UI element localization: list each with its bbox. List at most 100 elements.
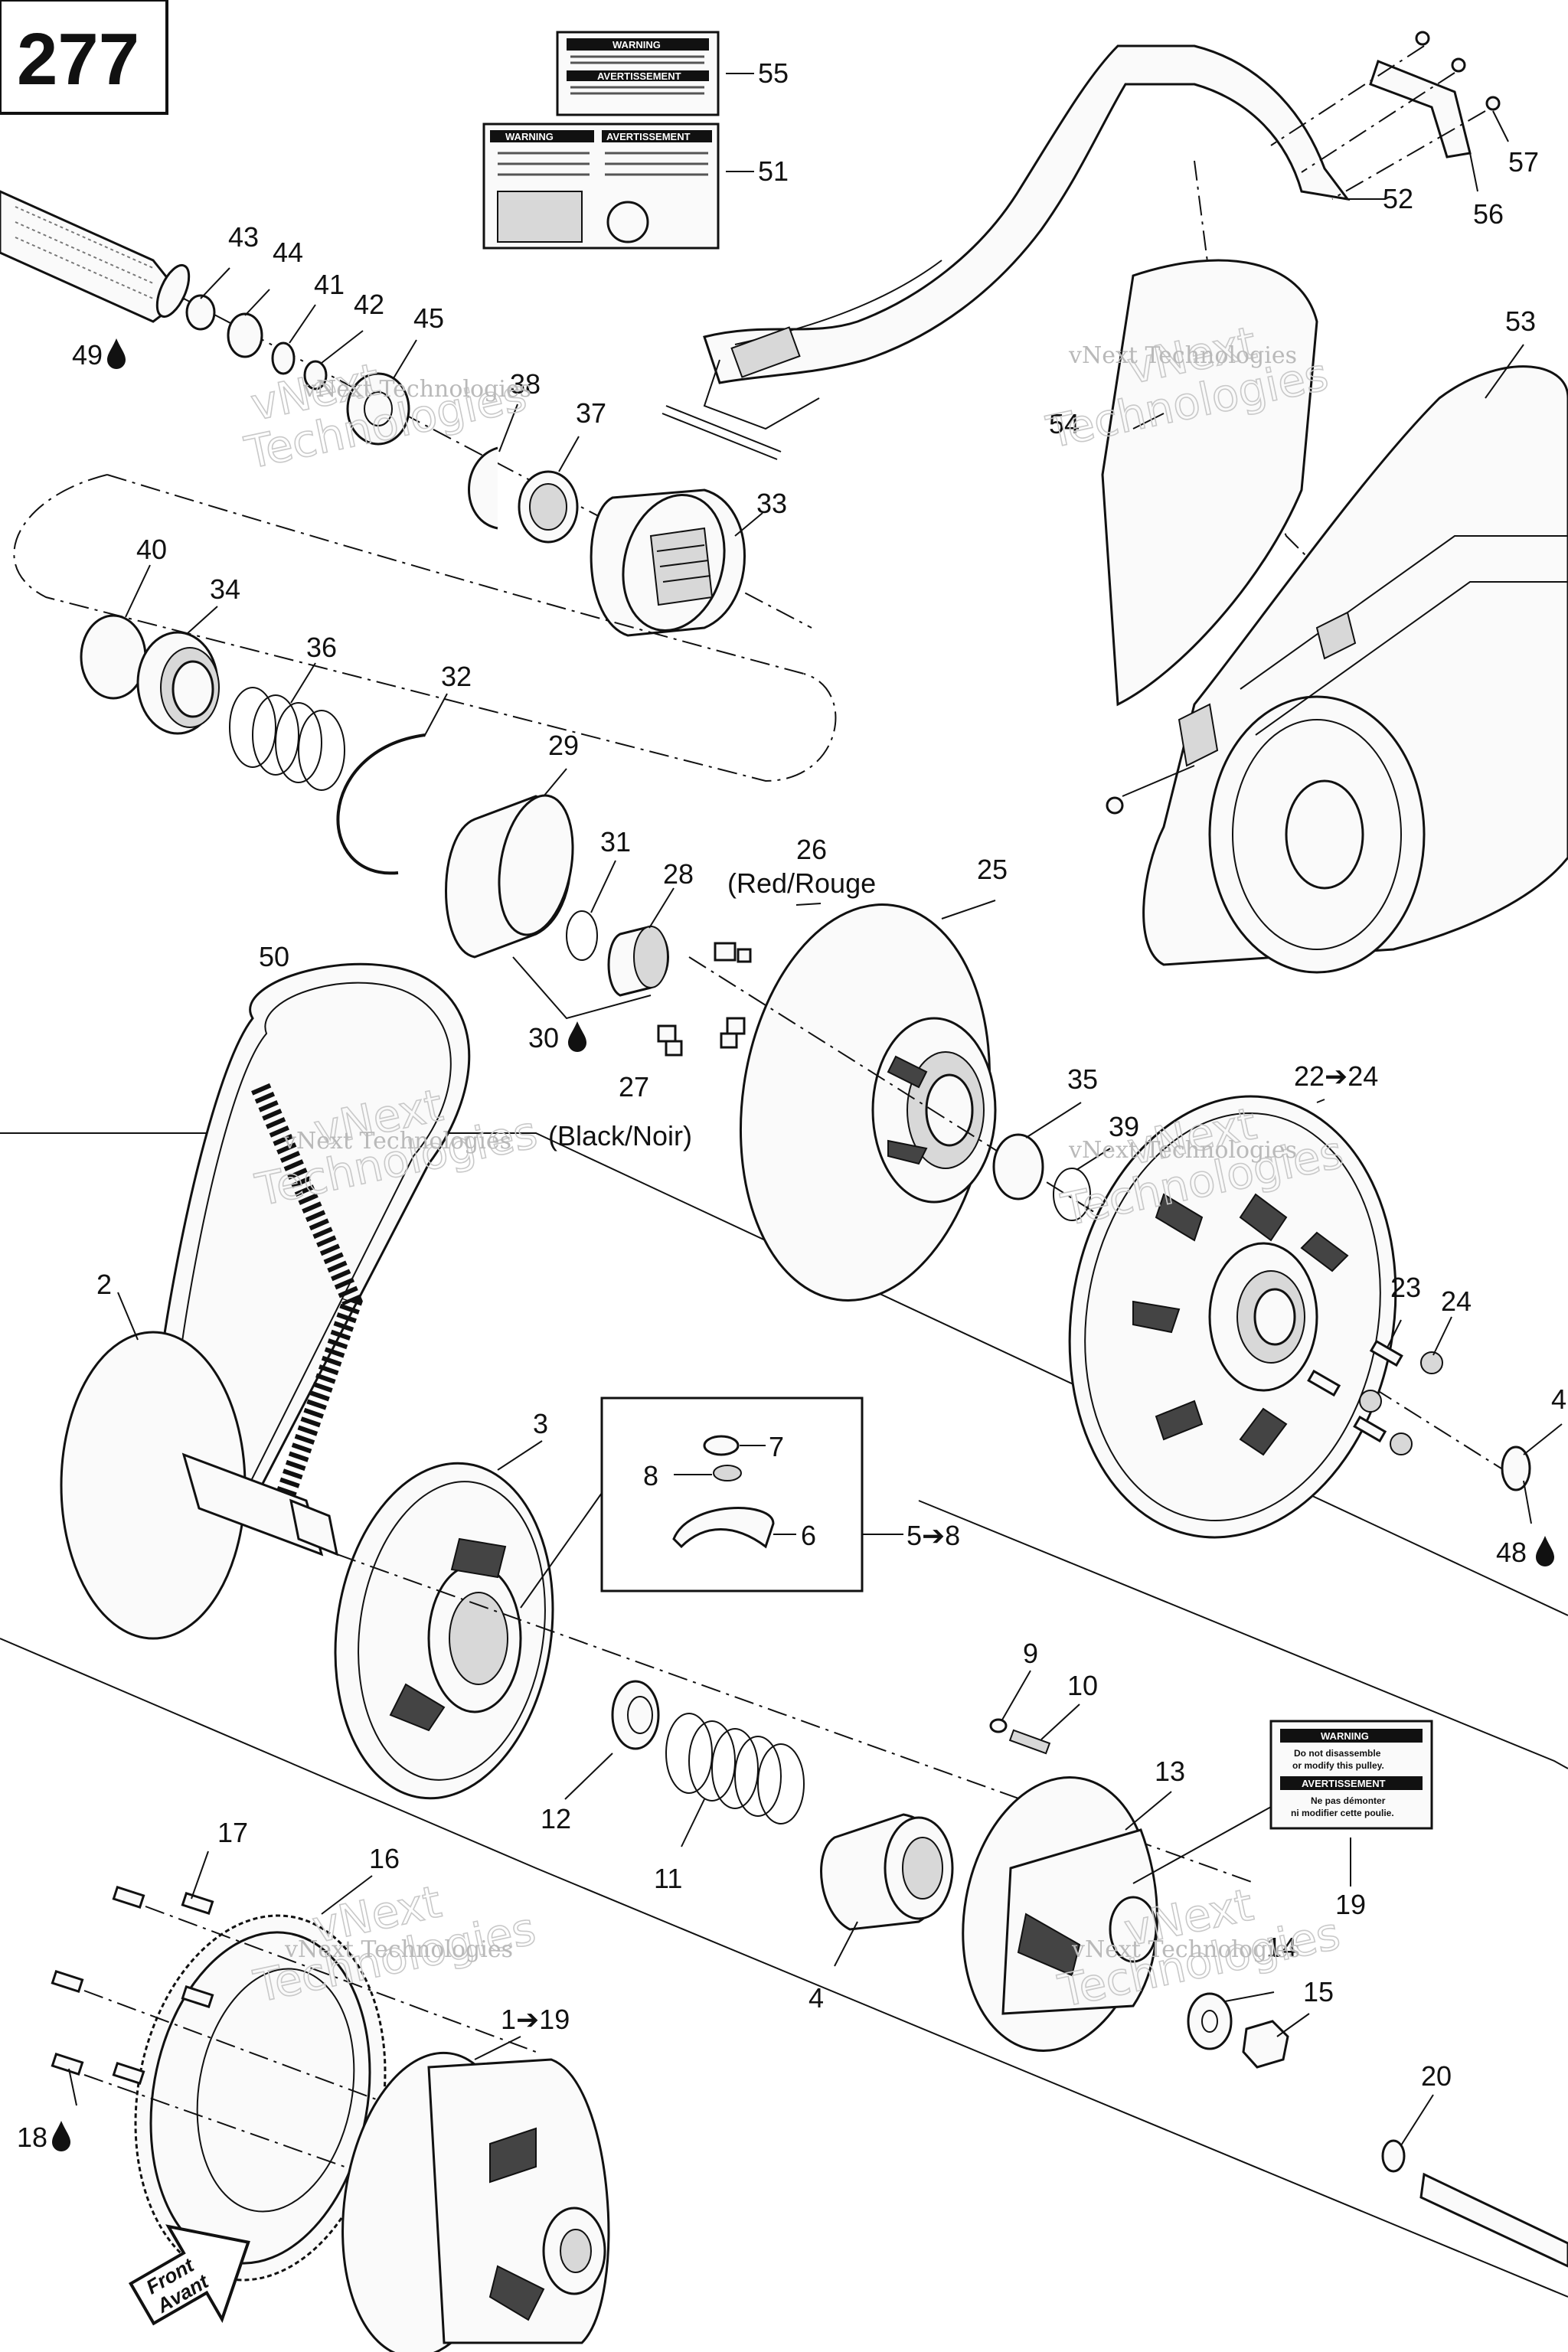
spring-36 [229,687,345,791]
belt-guard-52 [662,44,1351,460]
washer-48 [1501,1446,1531,1491]
watermark-small-6: vNext Technologies [1071,1936,1300,1963]
nut-15 [1242,2020,1289,2069]
label-23: 23 [1390,1272,1421,1303]
inset-box-5-8 [600,1396,903,1592]
fixed-sheave-2 [60,1331,339,1640]
callout-labels: 55 51 52 56 57 53 54 43 44 41 42 45 49 3… [17,57,1566,2153]
label-11: 11 [654,1863,682,1894]
sheave-13 [962,1776,1158,2052]
label-40: 40 [136,534,167,565]
decal-19-warning-1: Do not disassemble [1294,1748,1381,1759]
washer-45 [346,372,410,446]
label-56: 56 [1473,198,1504,230]
label-19: 19 [1335,1889,1366,1920]
split-ring-38 [468,446,498,530]
drop-icon [1536,1536,1554,1566]
label-37: 37 [576,397,606,429]
decal-19-avertissement: AVERTISSEMENT [1302,1778,1386,1789]
label-9: 9 [1023,1638,1038,1669]
label-8: 8 [643,1460,658,1491]
label-20: 20 [1421,2060,1452,2092]
driven-pulley-25 [739,903,997,1302]
label-4-upper: 4 [1551,1383,1566,1415]
case-53 [1142,365,1568,974]
button-8 [713,1465,742,1481]
decal-51-avertissement: AVERTISSEMENT [606,131,691,142]
sleeve-29 [445,794,574,959]
drop-icon-group [52,338,1554,2151]
label-57: 57 [1508,146,1539,178]
ring-32 [336,733,426,875]
decal-55-avertissement: AVERTISSEMENT [597,70,681,82]
label-27-caption: (Black/Noir) [548,1120,692,1152]
label-17: 17 [217,1817,248,1848]
ring-gear-16 [134,1914,387,2282]
spring-11 [665,1713,805,1824]
page-number: 277 [17,18,139,100]
drop-icon [52,2121,70,2151]
label-49: 49 [72,339,103,371]
label-13: 13 [1155,1756,1185,1787]
label-41: 41 [314,269,345,300]
label-14: 14 [1266,1932,1297,1963]
label-7: 7 [769,1431,784,1462]
ring-42 [303,360,328,390]
label-32: 32 [441,661,472,692]
label-24: 24 [1441,1285,1472,1317]
clutch-assembly-1-19 [341,2051,610,2352]
label-52: 52 [1383,183,1413,214]
label-53: 53 [1505,305,1536,337]
watermark-small-4: vNext Technologies [1068,1137,1297,1164]
cam-22-24 [1068,1095,1397,1539]
cam-4 [820,1813,954,1931]
watermark-small-2: vNext Technologies [1068,342,1297,369]
decal-19-avert-1: Ne pas démonter [1311,1795,1386,1806]
label-43: 43 [228,221,259,253]
label-35: 35 [1067,1063,1098,1095]
spacer-12 [611,1680,660,1750]
decal-55-warning: WARNING [612,39,661,51]
watermark-small-3: vNext Technologies [283,1128,511,1155]
label-42: 42 [354,289,384,320]
bearing-37 [518,470,579,544]
watermark-small-1: vNext Technologies [302,376,531,403]
bolts-17-18 [51,1885,214,2086]
front-arrow: Front Avant [128,2224,250,2326]
decal-19-avert-2: ni modifier cette poulie. [1291,1808,1394,1818]
label-30: 30 [528,1022,559,1054]
watermark-small-5: vNext Technologies [284,1936,513,1963]
leader-30 [512,956,652,1020]
decal-51-warning: WARNING [505,131,554,142]
ring-31 [566,910,598,961]
label-4: 4 [808,1982,824,2014]
label-45: 45 [413,302,444,334]
label-2: 2 [96,1269,112,1300]
label-22-24: 22➔24 [1294,1060,1378,1092]
label-48: 48 [1496,1537,1527,1568]
label-18: 18 [17,2122,47,2153]
leader-lines [68,73,1563,2146]
label-31: 31 [600,826,631,858]
roller-33 [590,488,746,637]
ring-43 [185,294,216,331]
sheave-3 [334,1462,554,1800]
ring-44 [227,312,263,358]
bracket-56 [1369,31,1501,158]
bushing-28 [607,925,669,997]
slider-6 [672,1507,775,1549]
label-38: 38 [510,368,541,400]
label-44: 44 [273,237,303,268]
drop-icon [568,1021,586,1052]
bearing-34 [136,631,220,735]
ring-41 [271,341,296,375]
label-6: 6 [801,1520,816,1551]
label-29: 29 [548,730,579,761]
divider-line-lower [0,1638,1568,2298]
shield-54 [1101,259,1318,707]
weights-26-27 [657,942,752,1057]
page-number-box: 277 [0,0,168,115]
label-55: 55 [758,57,789,89]
label-34: 34 [210,573,240,605]
